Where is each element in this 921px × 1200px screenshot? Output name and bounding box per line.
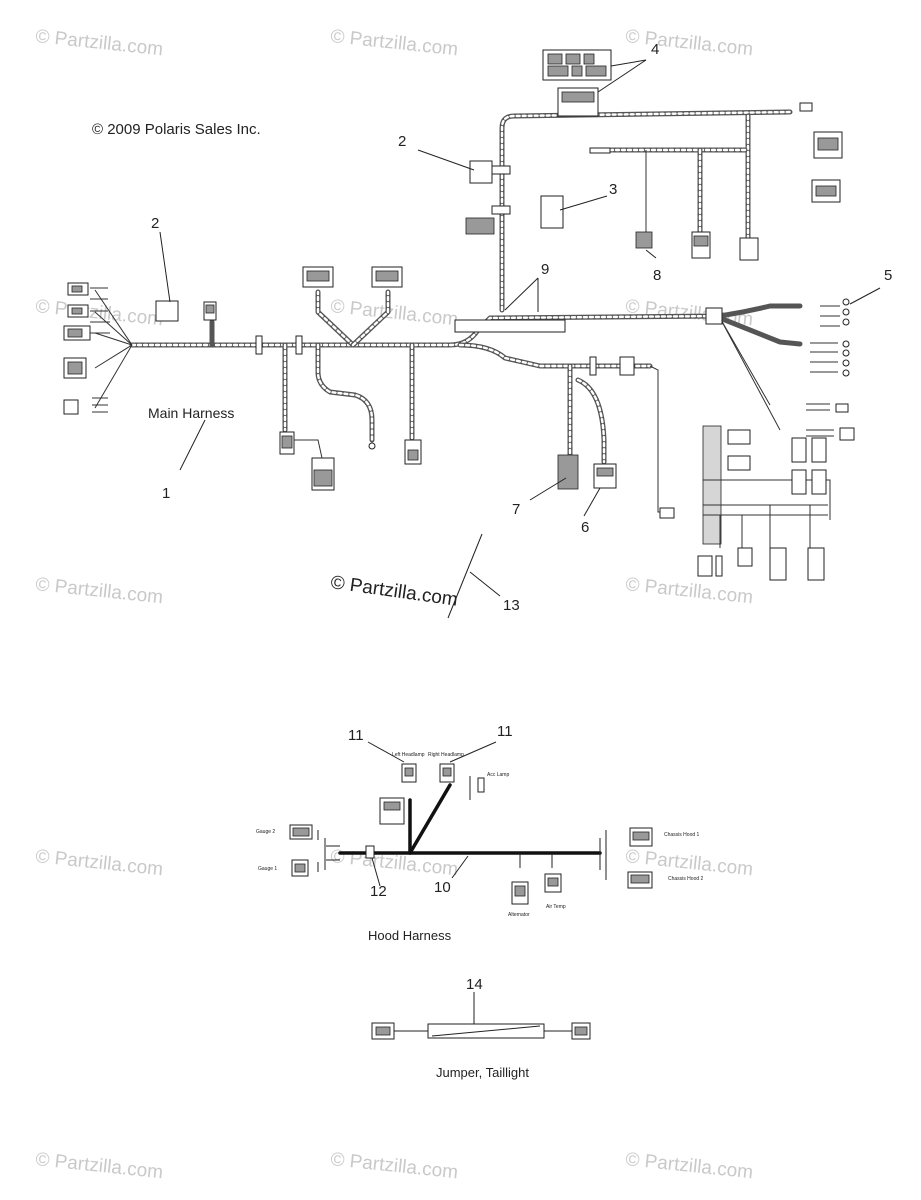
watermark: © Partzilla.com (34, 846, 164, 880)
chassis-hood-2-label: Chassis Hood 2 (668, 876, 704, 882)
watermark: © Partzilla.com (329, 26, 459, 60)
center-watermark: © Partzilla.com (329, 572, 459, 611)
callout-6: 6 (581, 519, 589, 536)
right-headlamp-label: Right Headlamp (428, 752, 464, 758)
jumper-taillight (371, 992, 591, 1040)
gauge-1-label: Gauge 1 (258, 866, 277, 872)
alternator-label: Alternator (508, 912, 530, 918)
callout-1: 1 (162, 485, 170, 502)
callout-4: 4 (651, 41, 659, 58)
watermark: © Partzilla.com (329, 1149, 459, 1183)
callout-12: 12 (370, 883, 387, 900)
gauge-2-label: Gauge 2 (256, 829, 275, 835)
watermark: © Partzilla.com (34, 296, 164, 330)
callout-7: 7 (512, 501, 520, 518)
left-headlamp-label: Left Headlamp (392, 752, 425, 758)
callout-11-right: 11 (497, 723, 513, 740)
hood-harness-label: Hood Harness (368, 928, 452, 943)
air-temp-label: Air Temp (546, 904, 566, 910)
callout-14: 14 (466, 976, 483, 993)
callout-3: 3 (609, 181, 617, 198)
callout-11-left: 11 (348, 727, 364, 744)
callout-2-top: 2 (398, 133, 406, 150)
callout-9: 9 (541, 261, 549, 278)
callout-2-left: 2 (151, 215, 159, 232)
watermark: © Partzilla.com (329, 846, 459, 880)
watermark: © Partzilla.com (329, 296, 459, 330)
callout-10: 10 (434, 879, 451, 896)
callout-13: 13 (503, 597, 520, 614)
watermark: © Partzilla.com (624, 26, 754, 60)
copyright-text: © 2009 Polaris Sales Inc. (92, 121, 261, 138)
acc-lamp-label: Acc Lamp (487, 772, 509, 778)
watermark: © Partzilla.com (34, 574, 164, 608)
watermark: © Partzilla.com (34, 1149, 164, 1183)
hood-harness (289, 741, 653, 905)
main-harness-label: Main Harness (148, 405, 234, 421)
callout-5: 5 (884, 267, 892, 284)
jumper-taillight-label: Jumper, Taillight (436, 1065, 529, 1080)
tiny-wire-marks (90, 287, 840, 437)
chassis-hood-1-label: Chassis Hood 1 (664, 832, 700, 838)
watermark: © Partzilla.com (624, 1149, 754, 1183)
callout-8: 8 (653, 267, 661, 284)
main-harness-connectors (63, 49, 855, 619)
callout-leaders (159, 59, 881, 597)
watermark: © Partzilla.com (34, 26, 164, 60)
watermark: © Partzilla.com (624, 574, 754, 608)
